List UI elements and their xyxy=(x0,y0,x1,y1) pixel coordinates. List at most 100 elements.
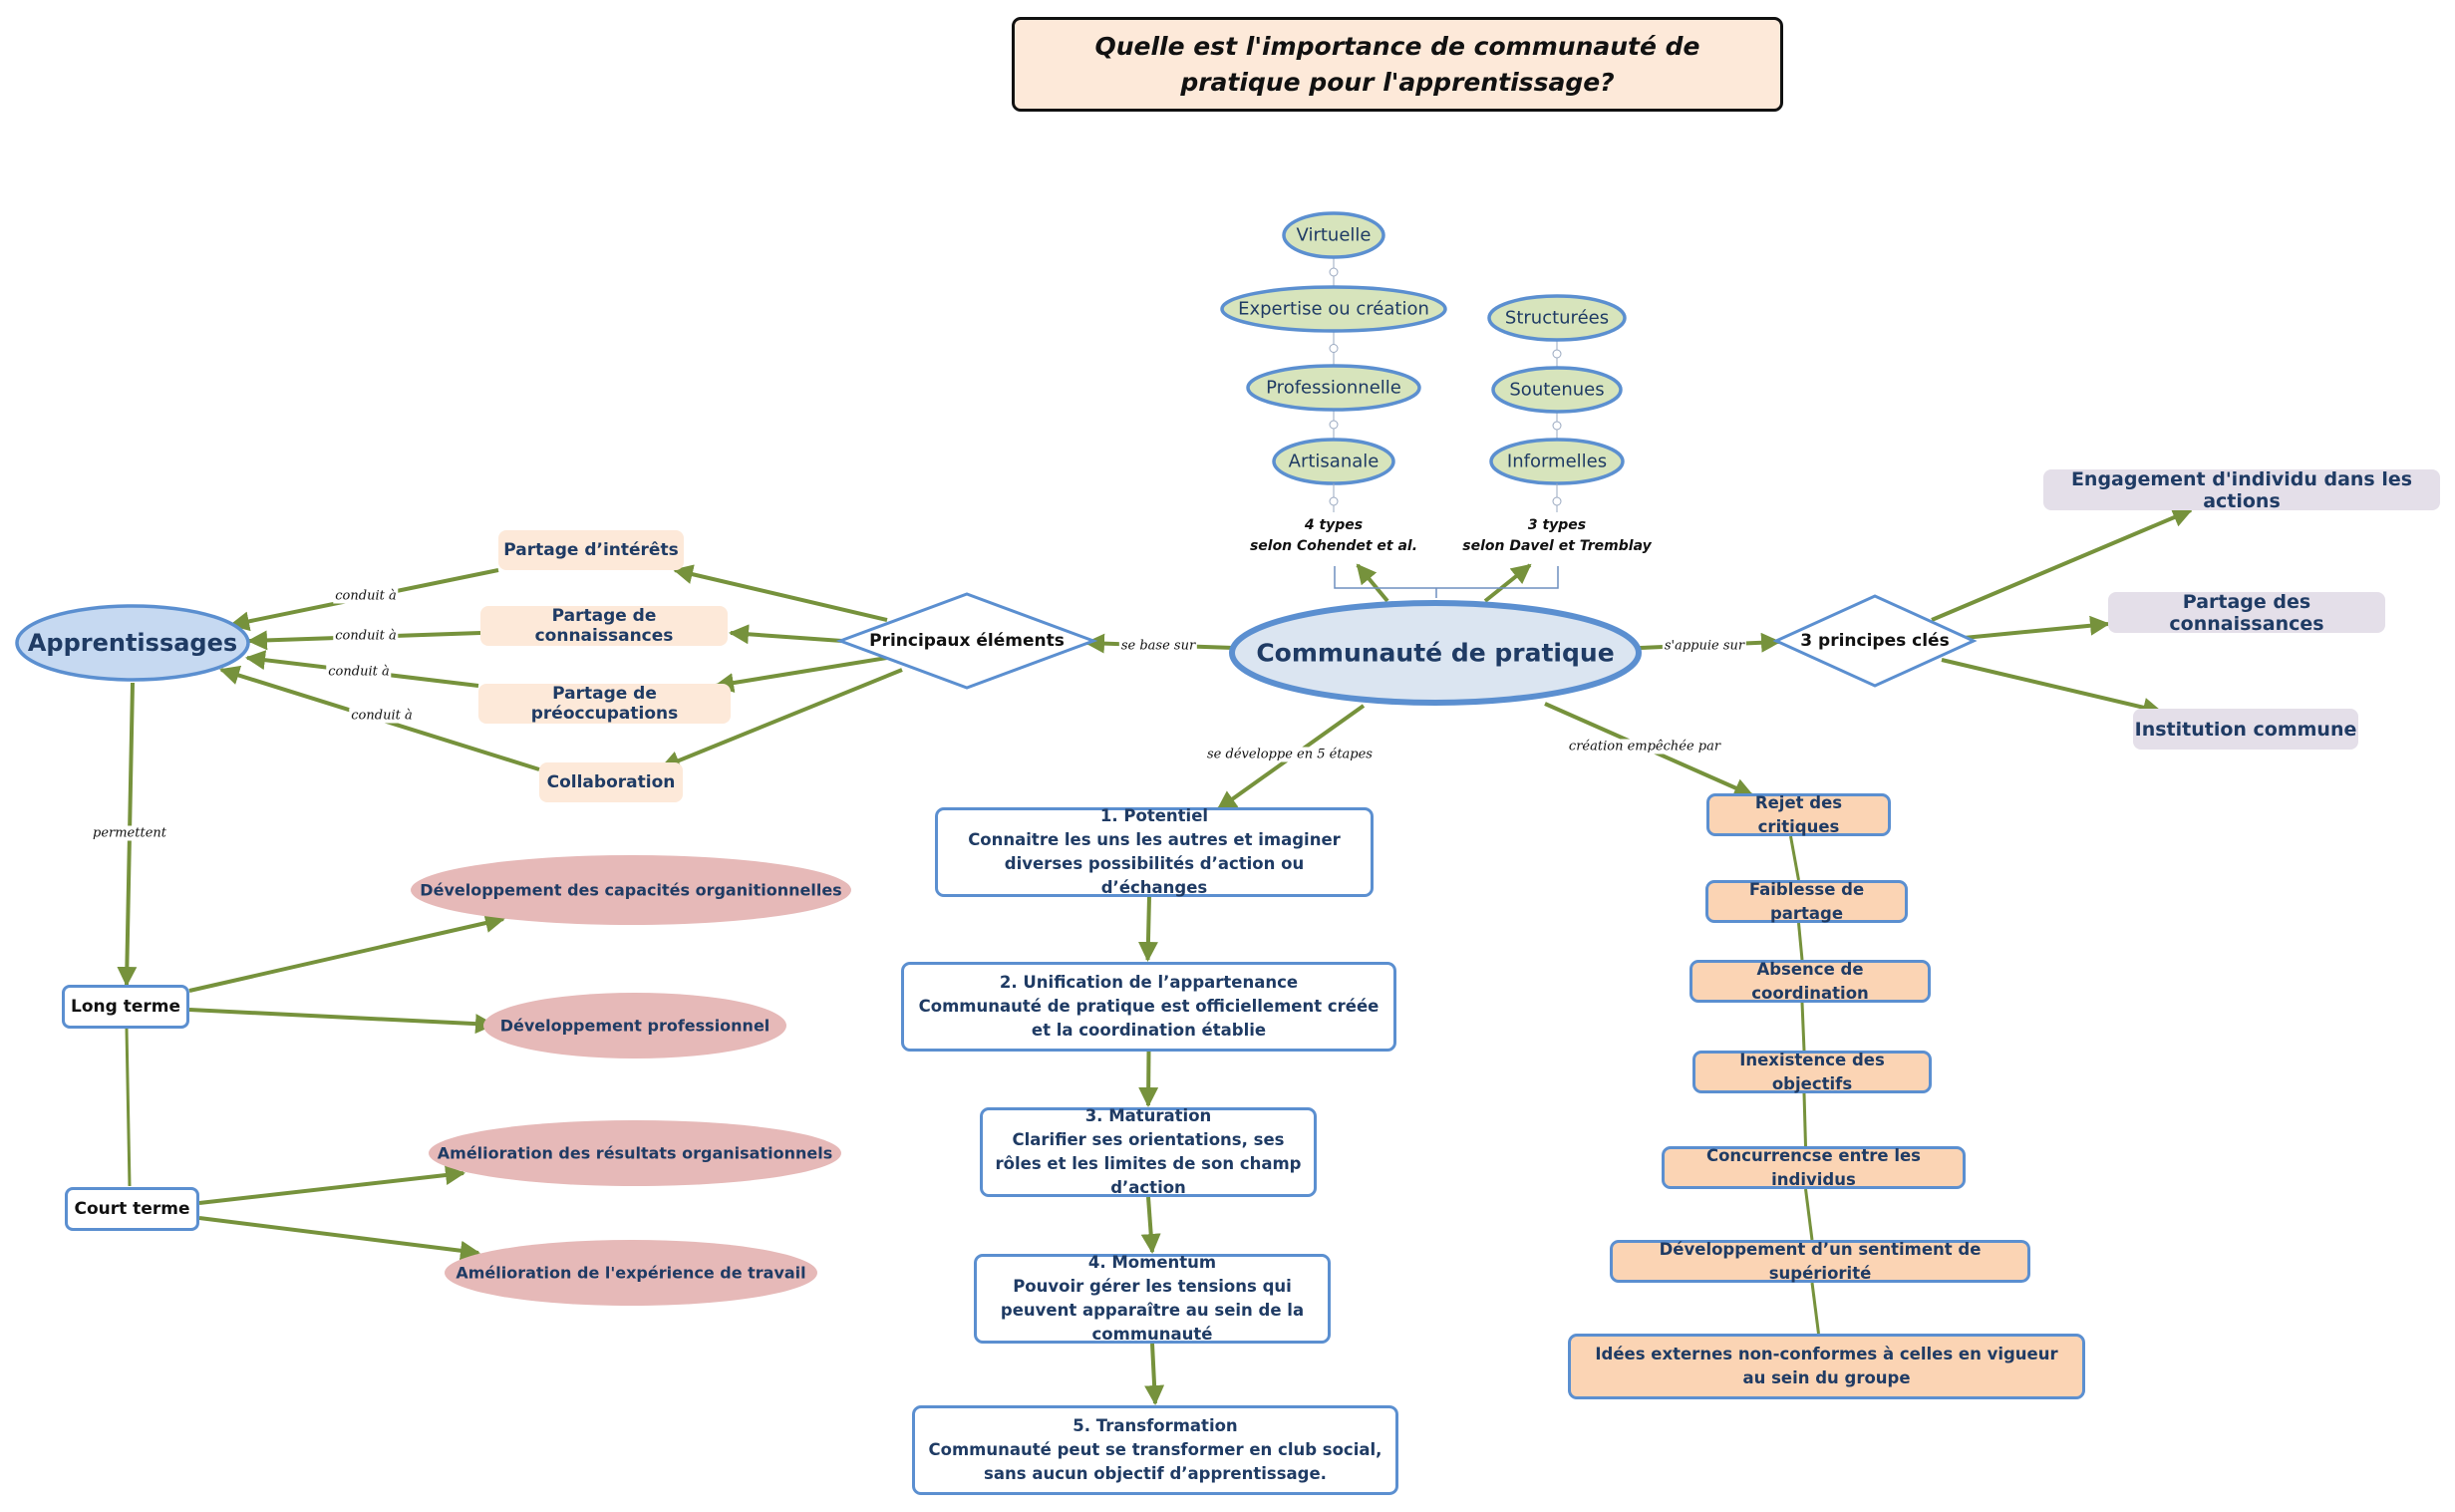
element-node-1[interactable]: Partage d’intérêts xyxy=(498,530,684,570)
long-outcome-2-label: Développement professionnel xyxy=(499,1016,770,1036)
edge-principe-2 xyxy=(1963,615,2110,640)
edge-label-creation-empechee: création empêchée par xyxy=(1566,739,1723,755)
principes-cles-node[interactable]: 3 principes clés xyxy=(1800,631,1949,651)
caption-davel-line1: 3 types xyxy=(1527,517,1587,533)
element-node-3-label: Partage de préoccupations xyxy=(530,684,679,724)
edge-label-se-developpe: se développe en 5 étapes xyxy=(1205,747,1375,762)
edge-court-to-outcome-2 xyxy=(198,1216,480,1261)
type-davel-3[interactable]: Informelles xyxy=(1507,452,1607,472)
edge-obstacle-4-to-5 xyxy=(1802,1092,1807,1147)
long-term-node[interactable]: Long terme xyxy=(62,985,189,1029)
principaux-elements-node[interactable]: Principaux éléments xyxy=(869,631,1065,651)
edge-long-to-outcome-1 xyxy=(188,913,505,993)
principle-node-3-label: Institution commune xyxy=(2134,718,2357,741)
type-cohendet-2-label: Expertise ou création xyxy=(1238,298,1429,320)
long-outcome-1-label: Développement des capacités organitionne… xyxy=(420,880,842,900)
diagram-title: Quelle est l'importance de communauté de… xyxy=(1012,17,1783,112)
court-outcome-2-shape xyxy=(445,1240,817,1306)
court-outcome-2-label: Amélioration de l'expérience de travail xyxy=(456,1263,806,1283)
element-node-2[interactable]: Partage de connaissances xyxy=(480,606,728,646)
edge-obstacle-6-to-7 xyxy=(1810,1282,1820,1335)
edge-obstacle-3-to-4 xyxy=(1800,1002,1806,1052)
edge-label-s-appuie-sur: s'appuie sur xyxy=(1662,638,1747,654)
edge-principe-3 xyxy=(1941,658,2163,718)
edge-principaux-to-element-3 xyxy=(714,656,888,693)
type-cohendet-3[interactable]: Professionnelle xyxy=(1266,378,1401,399)
obstacle-node-5[interactable]: Concurrencse entre les individus xyxy=(1662,1146,1966,1189)
stage-title: 5. Transformation xyxy=(1073,1416,1238,1435)
collapse-icon xyxy=(1552,421,1562,431)
caption-davel: 3 types selon Davel et Tremblay xyxy=(1462,515,1651,557)
principaux-elements-node-shape xyxy=(835,592,1098,690)
element-node-2-label: Partage de connaissances xyxy=(534,606,674,646)
type-cohendet-1[interactable]: Virtuelle xyxy=(1297,225,1372,246)
obstacle-node-1[interactable]: Rejet des critiques xyxy=(1706,793,1891,836)
edge-to-cohendet xyxy=(1356,563,1389,603)
stage-description: Communauté de pratique est officiellemen… xyxy=(918,997,1380,1040)
obstacle-node-1-label: Rejet des critiques xyxy=(1754,792,1843,836)
obstacle-node-2-label: Faiblesse de partage xyxy=(1748,879,1865,923)
principle-node-2[interactable]: Partage des connaissances xyxy=(2108,591,2385,635)
obstacle-node-2[interactable]: Faiblesse de partage xyxy=(1705,880,1908,923)
edge-label-se-base-sur: se base sur xyxy=(1118,638,1198,654)
collapse-icon xyxy=(1329,420,1339,430)
stage-description: Clarifier ses orientations, ses rôles et… xyxy=(995,1130,1302,1197)
obstacle-node-4[interactable]: Inexistence des objectifs xyxy=(1692,1051,1932,1093)
principle-node-1-label: Engagement d'individu dans les actions xyxy=(2070,467,2413,512)
court-term-node[interactable]: Court terme xyxy=(65,1187,199,1231)
principaux-elements-node-label: Principaux éléments xyxy=(869,631,1065,651)
collapse-icon xyxy=(1552,496,1562,506)
element-node-3[interactable]: Partage de préoccupations xyxy=(478,684,731,724)
long-outcome-1[interactable]: Développement des capacités organitionne… xyxy=(420,881,841,900)
court-outcome-1[interactable]: Amélioration des résultats organisationn… xyxy=(438,1144,832,1163)
type-cohendet-4[interactable]: Artisanale xyxy=(1289,452,1380,472)
type-davel-3-label: Informelles xyxy=(1506,451,1608,472)
apprentissages-node-shape xyxy=(15,604,250,682)
caption-davel-line2: selon Davel et Tremblay xyxy=(1462,538,1652,554)
collapse-icon xyxy=(1329,267,1339,277)
principle-node-3[interactable]: Institution commune xyxy=(2133,709,2358,750)
court-outcome-2[interactable]: Amélioration de l'expérience de travail xyxy=(456,1264,805,1283)
obstacle-node-3[interactable]: Absence de coordination xyxy=(1689,960,1931,1003)
type-cohendet-1-shape xyxy=(1282,211,1385,259)
principle-node-1[interactable]: Engagement d'individu dans les actions xyxy=(2043,467,2440,512)
edge-to-davel xyxy=(1483,563,1532,603)
principes-cles-node-shape xyxy=(1772,594,1978,688)
stage-description: Connaitre les uns les autres et imaginer… xyxy=(968,830,1341,897)
type-cohendet-1-label: Virtuelle xyxy=(1296,224,1372,246)
edge-obstacle-5-to-6 xyxy=(1804,1188,1814,1241)
edge-principaux-to-element-2 xyxy=(729,624,843,645)
type-davel-1[interactable]: Structurées xyxy=(1505,308,1609,329)
long-term-node-label: Long terme xyxy=(71,997,180,1017)
apprentissages-node-label: Apprentissages xyxy=(27,629,238,657)
element-node-1-label: Partage d’intérêts xyxy=(503,540,679,560)
stage-title: 1. Potentiel xyxy=(1099,806,1209,825)
types-bracket xyxy=(1334,566,1559,598)
long-outcome-1-shape xyxy=(411,855,851,925)
edge-stage-1-to-2 xyxy=(1137,896,1158,962)
type-davel-1-label: Structurées xyxy=(1504,307,1610,329)
type-cohendet-2[interactable]: Expertise ou création xyxy=(1238,299,1429,320)
obstacle-node-7[interactable]: Idées externes non-conformes à celles en… xyxy=(1568,1334,2085,1399)
obstacle-node-7-label: Idées externes non-conformes à celles en… xyxy=(1595,1345,2058,1387)
central-node[interactable]: Communauté de pratique xyxy=(1256,639,1614,668)
apprentissages-node[interactable]: Apprentissages xyxy=(28,629,237,657)
court-outcome-1-label: Amélioration des résultats organisationn… xyxy=(437,1143,833,1163)
type-cohendet-3-label: Professionnelle xyxy=(1266,377,1401,399)
long-outcome-2[interactable]: Développement professionnel xyxy=(500,1017,770,1036)
court-outcome-1-shape xyxy=(429,1120,841,1186)
element-node-4[interactable]: Collaboration xyxy=(539,762,683,802)
collapse-icon xyxy=(1329,496,1339,506)
stage-title: 2. Unification de l’appartenance xyxy=(999,973,1299,992)
principes-cles-node-label: 3 principes clés xyxy=(1800,631,1950,651)
element-node-4-label: Collaboration xyxy=(546,772,676,792)
edge-label-conduit-a-2: conduit à xyxy=(333,628,399,644)
obstacle-node-6[interactable]: Développement d’un sentiment de supérior… xyxy=(1610,1240,2030,1283)
obstacle-node-5-label: Concurrencse entre les individus xyxy=(1705,1145,1922,1189)
type-davel-2[interactable]: Soutenues xyxy=(1509,380,1604,401)
